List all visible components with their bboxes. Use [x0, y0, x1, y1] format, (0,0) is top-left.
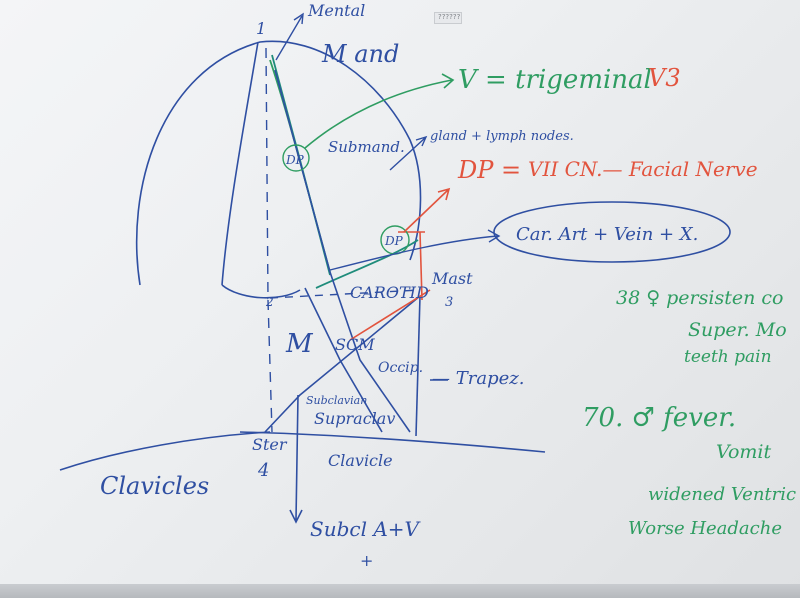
clavicle-line-right — [239, 431, 546, 453]
note-line-2: Super. Mo — [688, 319, 787, 341]
dp-circle-upper — [282, 144, 310, 172]
label-ster: Ster — [252, 435, 288, 454]
note-line-6: widened Ventric — [648, 484, 796, 505]
label-dp-lower: DP — [384, 234, 404, 248]
label-mand: M and — [321, 40, 399, 68]
subclavian-arrow — [289, 394, 303, 524]
label-gland-lymph: gland + lymph nodes. — [430, 129, 574, 144]
label-submand: Submand. — [328, 138, 405, 156]
label-num-3: 3 — [445, 295, 453, 310]
facial-arrow — [403, 187, 451, 233]
label-supraclav: Supraclav — [314, 409, 395, 428]
label-subcl-av: Subcl A+V — [310, 517, 422, 541]
whiteboard-tray — [0, 584, 800, 598]
scm-anterior — [304, 287, 383, 433]
trigeminal-arrow — [304, 73, 455, 149]
label-dp-upper: DP — [285, 153, 305, 167]
car-art-ellipse — [493, 201, 731, 263]
label-occip: Occip. — [378, 360, 423, 376]
label-facial-nerve: VII CN.— Facial Nerve — [528, 157, 758, 181]
label-m-lower: M — [285, 329, 314, 359]
sticker-text: ?????? — [438, 13, 461, 21]
gland-arrow — [389, 135, 428, 171]
jaw-line — [221, 284, 301, 299]
scm-posterior — [264, 295, 421, 433]
label-plus: + — [360, 551, 373, 570]
note-line-5: Vomit — [716, 441, 772, 463]
label-num-2: 2 — [265, 295, 274, 309]
label-subclavian: Subclavian — [306, 394, 367, 407]
label-trapez: — Trapez. — [432, 368, 524, 389]
label-carotid: CAROTID — [350, 283, 429, 302]
lower-border-teal — [315, 239, 419, 289]
carotid-dashed — [269, 289, 421, 299]
note-line-1: 38 ♀ persisten co — [616, 287, 783, 309]
note-line-7: Worse Headache — [628, 518, 782, 539]
label-car-art: Car. Art + Vein + X. — [516, 224, 698, 245]
label-mental: Mental — [307, 1, 365, 20]
whiteboard-sticker: ?????? — [434, 12, 462, 24]
label-clavicles: Clavicles — [100, 472, 209, 500]
clavicle-line-left — [59, 431, 271, 471]
label-num-4: 4 — [257, 460, 269, 481]
head-outline — [135, 40, 422, 286]
mental-arrow — [275, 12, 304, 61]
midline-dashed — [265, 47, 273, 433]
label-clavicle: Clavicle — [328, 451, 393, 470]
label-num-1: 1 — [256, 19, 266, 38]
label-v3: V3 — [648, 64, 681, 92]
red-diagonal — [349, 289, 431, 341]
label-scm: SCM — [335, 335, 375, 354]
face-front-line — [221, 41, 259, 286]
label-mast: Mast — [431, 269, 473, 288]
car-art-arrow — [329, 229, 501, 271]
label-dp-equals: DP = — [457, 156, 521, 184]
label-trigeminal: V = trigeminal — [458, 65, 652, 95]
trapezius-border — [415, 295, 421, 437]
digastric-line — [274, 69, 411, 433]
red-vertical — [419, 231, 423, 301]
note-line-3: teeth pain — [684, 347, 772, 367]
note-line-4: 70. ♂ fever. — [582, 403, 736, 433]
